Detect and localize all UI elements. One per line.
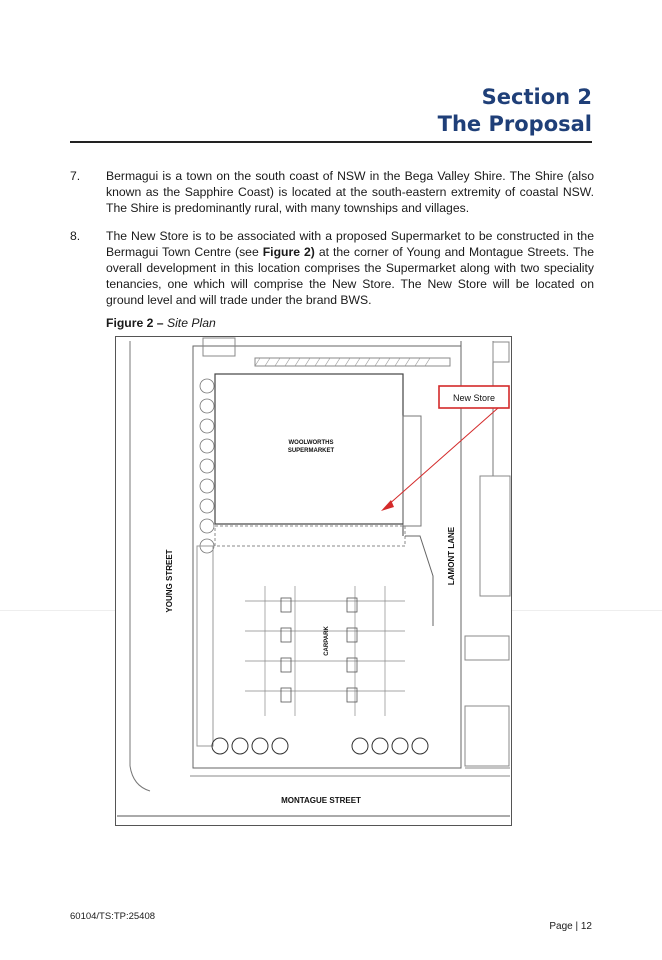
- neighbour-lot-1: [492, 341, 510, 363]
- header-rule: [70, 141, 592, 143]
- callout-arrowhead: [381, 500, 394, 511]
- hatch-lines: [254, 357, 431, 367]
- paragraph-text: The New Store is to be associated with a…: [106, 228, 594, 308]
- tree-line-bottom: [211, 737, 429, 755]
- figure-caption-title: Site Plan: [166, 316, 216, 330]
- paragraph-number: 8.: [70, 229, 81, 243]
- top-hatch-strip: [254, 357, 451, 367]
- page-number: Page | 12: [549, 921, 592, 932]
- landscape-strip: [196, 545, 214, 747]
- neighbour-lot-3: [464, 635, 510, 661]
- paragraph-7: 7. Bermagui is a town on the south coast…: [70, 168, 594, 216]
- paragraph-text-part: at the corner of Young and Montague Stre…: [106, 245, 594, 307]
- montague-street-label: MONTAGUE STREET: [281, 796, 361, 805]
- carpark-label: CARPARK: [324, 626, 330, 656]
- figure-caption: Figure 2 – Site Plan: [106, 316, 216, 330]
- paragraph-8: 8. The New Store is to be associated wit…: [70, 228, 594, 308]
- paragraph-text-part: The New Store is to be associated with a…: [106, 229, 594, 259]
- section-number: Section 2: [481, 85, 592, 109]
- neighbour-lot-2: [479, 475, 511, 597]
- young-street-label: YOUNG STREET: [165, 549, 174, 612]
- small-structure: [202, 337, 236, 357]
- street-corner-left: [129, 765, 151, 792]
- neighbour-lot-4: [464, 705, 510, 767]
- paragraph-number: 7.: [70, 169, 81, 183]
- tree-line-left: [199, 378, 215, 554]
- figure-caption-label: Figure 2 –: [106, 316, 167, 330]
- supermarket-label-1: WOOLWORTHS: [289, 440, 334, 446]
- carpark-bays: [245, 586, 405, 716]
- section-title: The Proposal: [437, 112, 592, 136]
- entry-ramp: [405, 535, 434, 626]
- paragraph-text: Bermagui is a town on the south coast of…: [106, 169, 594, 215]
- callout-line: [386, 407, 499, 507]
- carpark-islands: [280, 597, 358, 703]
- new-store-callout: [438, 385, 510, 409]
- document-reference: 60104/TS:TP:25408: [70, 911, 156, 922]
- section-header: Section 2 The Proposal: [438, 84, 592, 138]
- new-store-label: New Store: [453, 393, 495, 403]
- site-plan: WOOLWORTHS SUPERMARKET YOUNG STREET LAMO…: [115, 336, 512, 826]
- lamont-lane-label: LAMONT LANE: [447, 526, 456, 585]
- figure-reference: Figure 2): [262, 245, 315, 259]
- supermarket-label-2: SUPERMARKET: [288, 448, 335, 454]
- plan-frame: [115, 336, 512, 826]
- loading-area: [402, 415, 422, 527]
